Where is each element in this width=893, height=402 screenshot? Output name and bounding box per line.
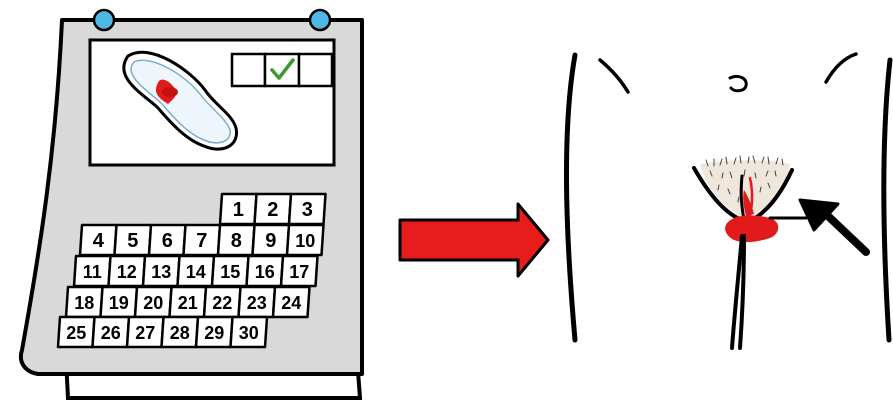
inner-thigh-left	[730, 234, 744, 350]
navel-icon	[728, 74, 748, 93]
inner-thigh-right	[738, 234, 746, 350]
checkbox-row	[230, 52, 334, 88]
date-number: 21	[178, 293, 198, 313]
pin-right-icon	[308, 8, 332, 32]
blood-stain	[725, 215, 779, 243]
date-number: 27	[135, 323, 155, 343]
pointer-arrow-icon	[798, 198, 870, 256]
date-number: 8	[231, 230, 242, 252]
date-number: 24	[281, 293, 301, 313]
date-number: 30	[239, 323, 259, 343]
date-number: 18	[74, 293, 94, 313]
sanitary-pad-with-blood-icon	[122, 50, 239, 151]
date-number: 22	[212, 293, 232, 313]
date-number: 6	[162, 230, 173, 252]
date-cell	[279, 254, 319, 288]
lower-body-menstruation-icon	[563, 52, 893, 350]
body-outline-right	[881, 57, 893, 343]
date-number: 17	[289, 262, 309, 282]
date-number: 2	[267, 199, 278, 221]
date-number: 13	[151, 262, 171, 282]
checkmark-icon	[270, 58, 295, 80]
hair-strokes	[705, 155, 784, 203]
date-cell	[271, 285, 311, 319]
date-cell	[229, 315, 269, 349]
date-number: 9	[265, 230, 276, 252]
waist-right	[824, 52, 858, 84]
date-number: 10	[295, 231, 315, 251]
date-number: 1	[233, 199, 244, 221]
checkbox-empty-1	[230, 52, 267, 88]
checkbox-empty-2	[297, 52, 334, 88]
date-number: 28	[170, 323, 190, 343]
blood-drip	[743, 190, 754, 216]
date-number: 7	[196, 230, 207, 252]
date-number: 19	[109, 293, 129, 313]
pin-left-icon	[92, 8, 116, 32]
date-number: 25	[66, 323, 86, 343]
right-arrow-icon	[398, 202, 550, 278]
date-cell	[285, 223, 325, 257]
date-number: 15	[220, 262, 240, 282]
date-number: 23	[247, 293, 267, 313]
date-number: 3	[302, 199, 313, 221]
date-number: 4	[93, 230, 105, 252]
date-number: 14	[186, 262, 206, 282]
date-number: 26	[101, 323, 121, 343]
date-number: 16	[255, 262, 275, 282]
date-number: 20	[143, 293, 163, 313]
body-outline-left	[563, 52, 578, 343]
date-number: 11	[83, 262, 102, 282]
waist-left	[598, 58, 630, 94]
date-number: 5	[127, 230, 138, 252]
date-number: 29	[204, 323, 224, 343]
date-number: 12	[117, 262, 137, 282]
